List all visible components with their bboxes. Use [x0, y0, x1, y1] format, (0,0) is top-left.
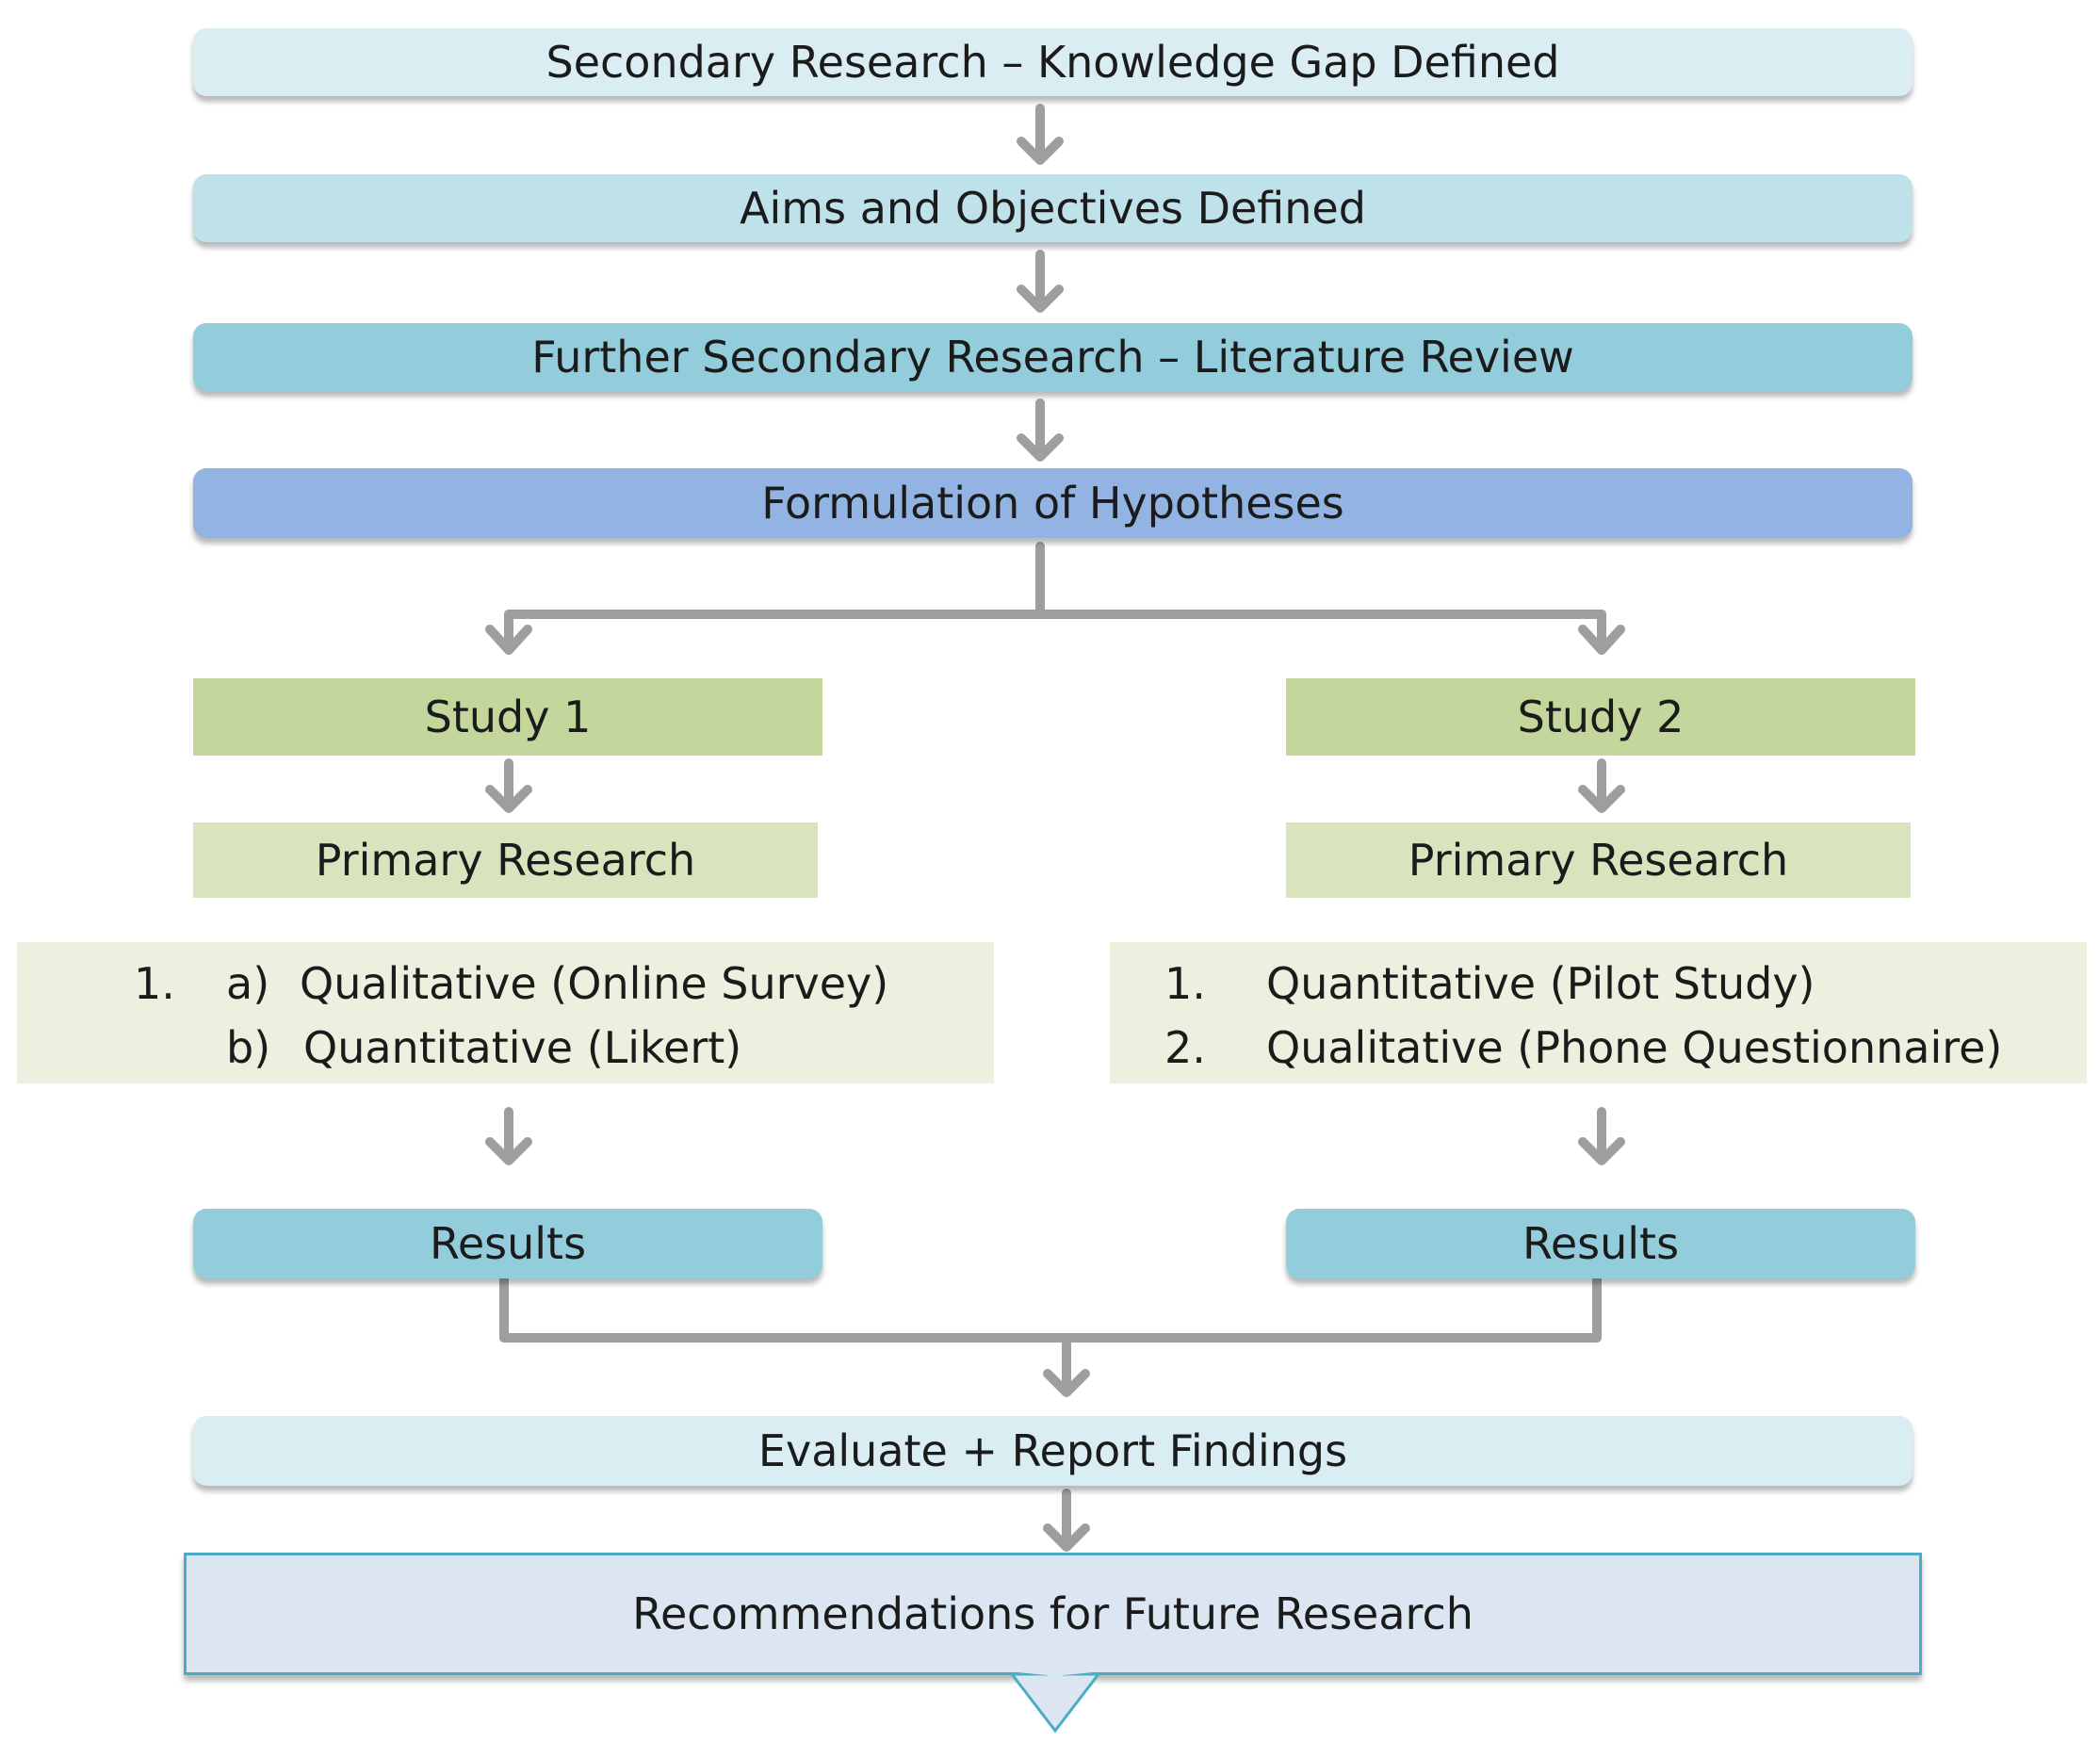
study1-methods-box: 1. a) Qualitative (Online Survey) b) Qua… [17, 942, 994, 1083]
recommendations-down-arrow-icon [1008, 1672, 1102, 1734]
study2-title: Study 2 [1517, 692, 1685, 742]
study2-method-1-text: Quantitative (Pilot Study) [1266, 958, 1815, 1009]
study1-title: Study 1 [424, 692, 592, 742]
step-evaluate-report-label: Evaluate + Report Findings [757, 1425, 1348, 1476]
study2-results-label: Results [1522, 1218, 1680, 1269]
study2-method-2-number: 2. [1164, 1022, 1206, 1073]
step-evaluate-report: Evaluate + Report Findings [193, 1416, 1913, 1486]
arrow-study2-to-primary [1578, 758, 1625, 813]
step-formulation-hypotheses: Formulation of Hypotheses [193, 468, 1913, 538]
study1-primary-research-box: Primary Research [193, 822, 818, 898]
step-recommendations-label: Recommendations for Future Research [632, 1588, 1473, 1639]
study2-results-box: Results [1286, 1209, 1915, 1278]
arrow-further-to-hypotheses [1017, 399, 1064, 462]
study1-title-box: Study 1 [193, 678, 822, 756]
study2-title-box: Study 2 [1286, 678, 1915, 756]
arrow-aims-to-further [1017, 250, 1064, 313]
step-secondary-research: Secondary Research – Knowledge Gap Defin… [193, 28, 1913, 96]
arrow-methods2-to-results [1578, 1107, 1625, 1165]
study1-method-b-text: Quantitative (Likert) [303, 1022, 742, 1073]
arrow-evaluate-to-recommendations [1043, 1489, 1090, 1552]
step-aims-objectives-label: Aims and Objectives Defined [740, 183, 1366, 234]
step-secondary-research-label: Secondary Research – Knowledge Gap Defin… [545, 37, 1560, 88]
study2-method-1-number: 1. [1164, 958, 1206, 1009]
study2-primary-research-label: Primary Research [1408, 835, 1789, 886]
step-formulation-hypotheses-label: Formulation of Hypotheses [761, 478, 1344, 529]
study1-primary-research-label: Primary Research [315, 835, 696, 886]
study2-methods-box: 1. Quantitative (Pilot Study) 2. Qualita… [1110, 942, 2087, 1083]
study2-primary-research-box: Primary Research [1286, 822, 1911, 898]
arrow-methods1-to-results [485, 1107, 532, 1165]
study2-method-2-text: Qualitative (Phone Questionnaire) [1266, 1022, 2003, 1073]
study1-method-a-text: Qualitative (Online Survey) [300, 958, 889, 1009]
study1-results-box: Results [193, 1209, 822, 1278]
connector-results-merge [499, 1272, 1602, 1397]
connector-hypotheses-split [485, 542, 1625, 655]
study1-method-a-letter: a) [226, 958, 270, 1009]
step-recommendations: Recommendations for Future Research [184, 1553, 1922, 1675]
study1-results-label: Results [429, 1218, 587, 1269]
step-aims-objectives: Aims and Objectives Defined [193, 174, 1913, 242]
step-further-secondary-research: Further Secondary Research – Literature … [193, 323, 1913, 391]
step-further-secondary-research-label: Further Secondary Research – Literature … [531, 332, 1574, 383]
study1-method-number: 1. [134, 958, 175, 1009]
arrow-study1-to-primary [485, 758, 532, 813]
arrow-secondary-to-aims [1017, 104, 1064, 165]
study1-method-b-letter: b) [226, 1022, 271, 1073]
